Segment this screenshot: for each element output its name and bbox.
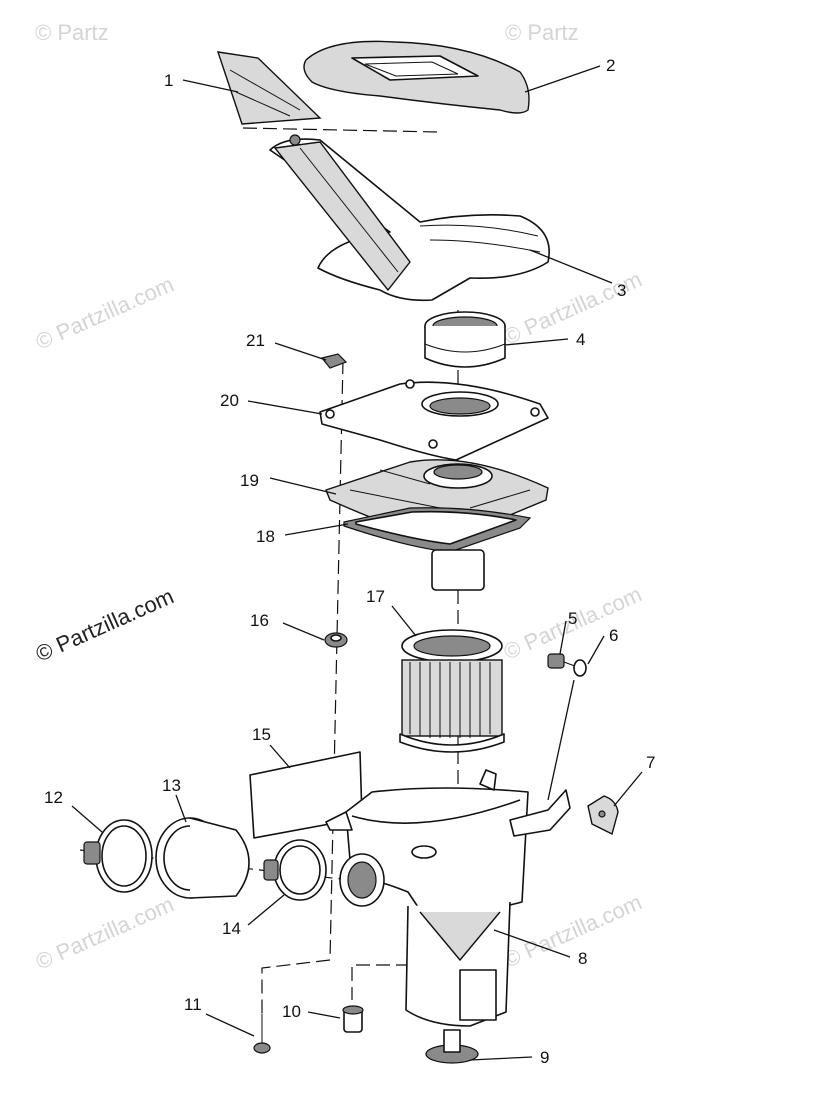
callout-14: 14 [222,919,241,938]
callout-16: 16 [250,611,269,630]
part-8-airbox-housing [325,769,571,1027]
watermark-dark: © Partzilla.com [32,583,178,666]
part-10-fitting [342,1005,364,1033]
callout-17: 17 [366,587,385,606]
callout-2: 2 [606,56,615,75]
part-4-coupling [424,311,506,368]
callout-13: 13 [162,776,181,795]
watermark: © Partzilla.com [500,266,646,349]
callout-9: 9 [540,1048,549,1067]
part-12-clamp [83,819,153,893]
watermark: © Partzilla.com [32,891,178,974]
callout-4: 4 [576,330,585,349]
callout-19: 19 [240,471,259,490]
callout-6: 6 [609,626,618,645]
part-3-intake-cover [269,134,550,302]
part-1-insert [216,51,322,125]
watermark: © Partzilla.com [32,271,178,354]
part-18-gasket [343,507,532,591]
callout-11: 11 [184,995,202,1014]
callout-12: 12 [44,788,63,807]
callout-3: 3 [617,281,626,300]
part-17-filter-element [399,629,505,753]
part-6-washer [573,659,587,677]
callout-8: 8 [578,949,587,968]
part-11-screw [253,1014,271,1054]
leader-lines [71,65,643,1061]
callout-10: 10 [282,1002,301,1021]
callout-18: 18 [256,527,275,546]
callout-1: 1 [164,71,173,90]
part-14-clamp [263,839,327,901]
part-7-clip [587,795,619,836]
part-20-top-plate [319,379,549,461]
callout-5: 5 [568,609,577,628]
part-21-clip [320,353,348,369]
callout-7: 7 [646,753,655,772]
part-9-drain-valve [425,1029,479,1064]
callout-15: 15 [252,725,271,744]
callout-21: 21 [246,331,265,350]
part-13-boot [155,817,250,899]
part-16-nut [324,632,348,648]
callout-labels: 1 2 3 4 5 6 7 8 9 10 11 12 13 14 15 16 1… [44,56,655,1067]
watermark-fragment-top-right: © Partz [505,20,579,45]
part-2-foam-seal [303,40,530,114]
watermark-fragment-top-left: © Partz [35,20,109,45]
callout-20: 20 [220,391,239,410]
